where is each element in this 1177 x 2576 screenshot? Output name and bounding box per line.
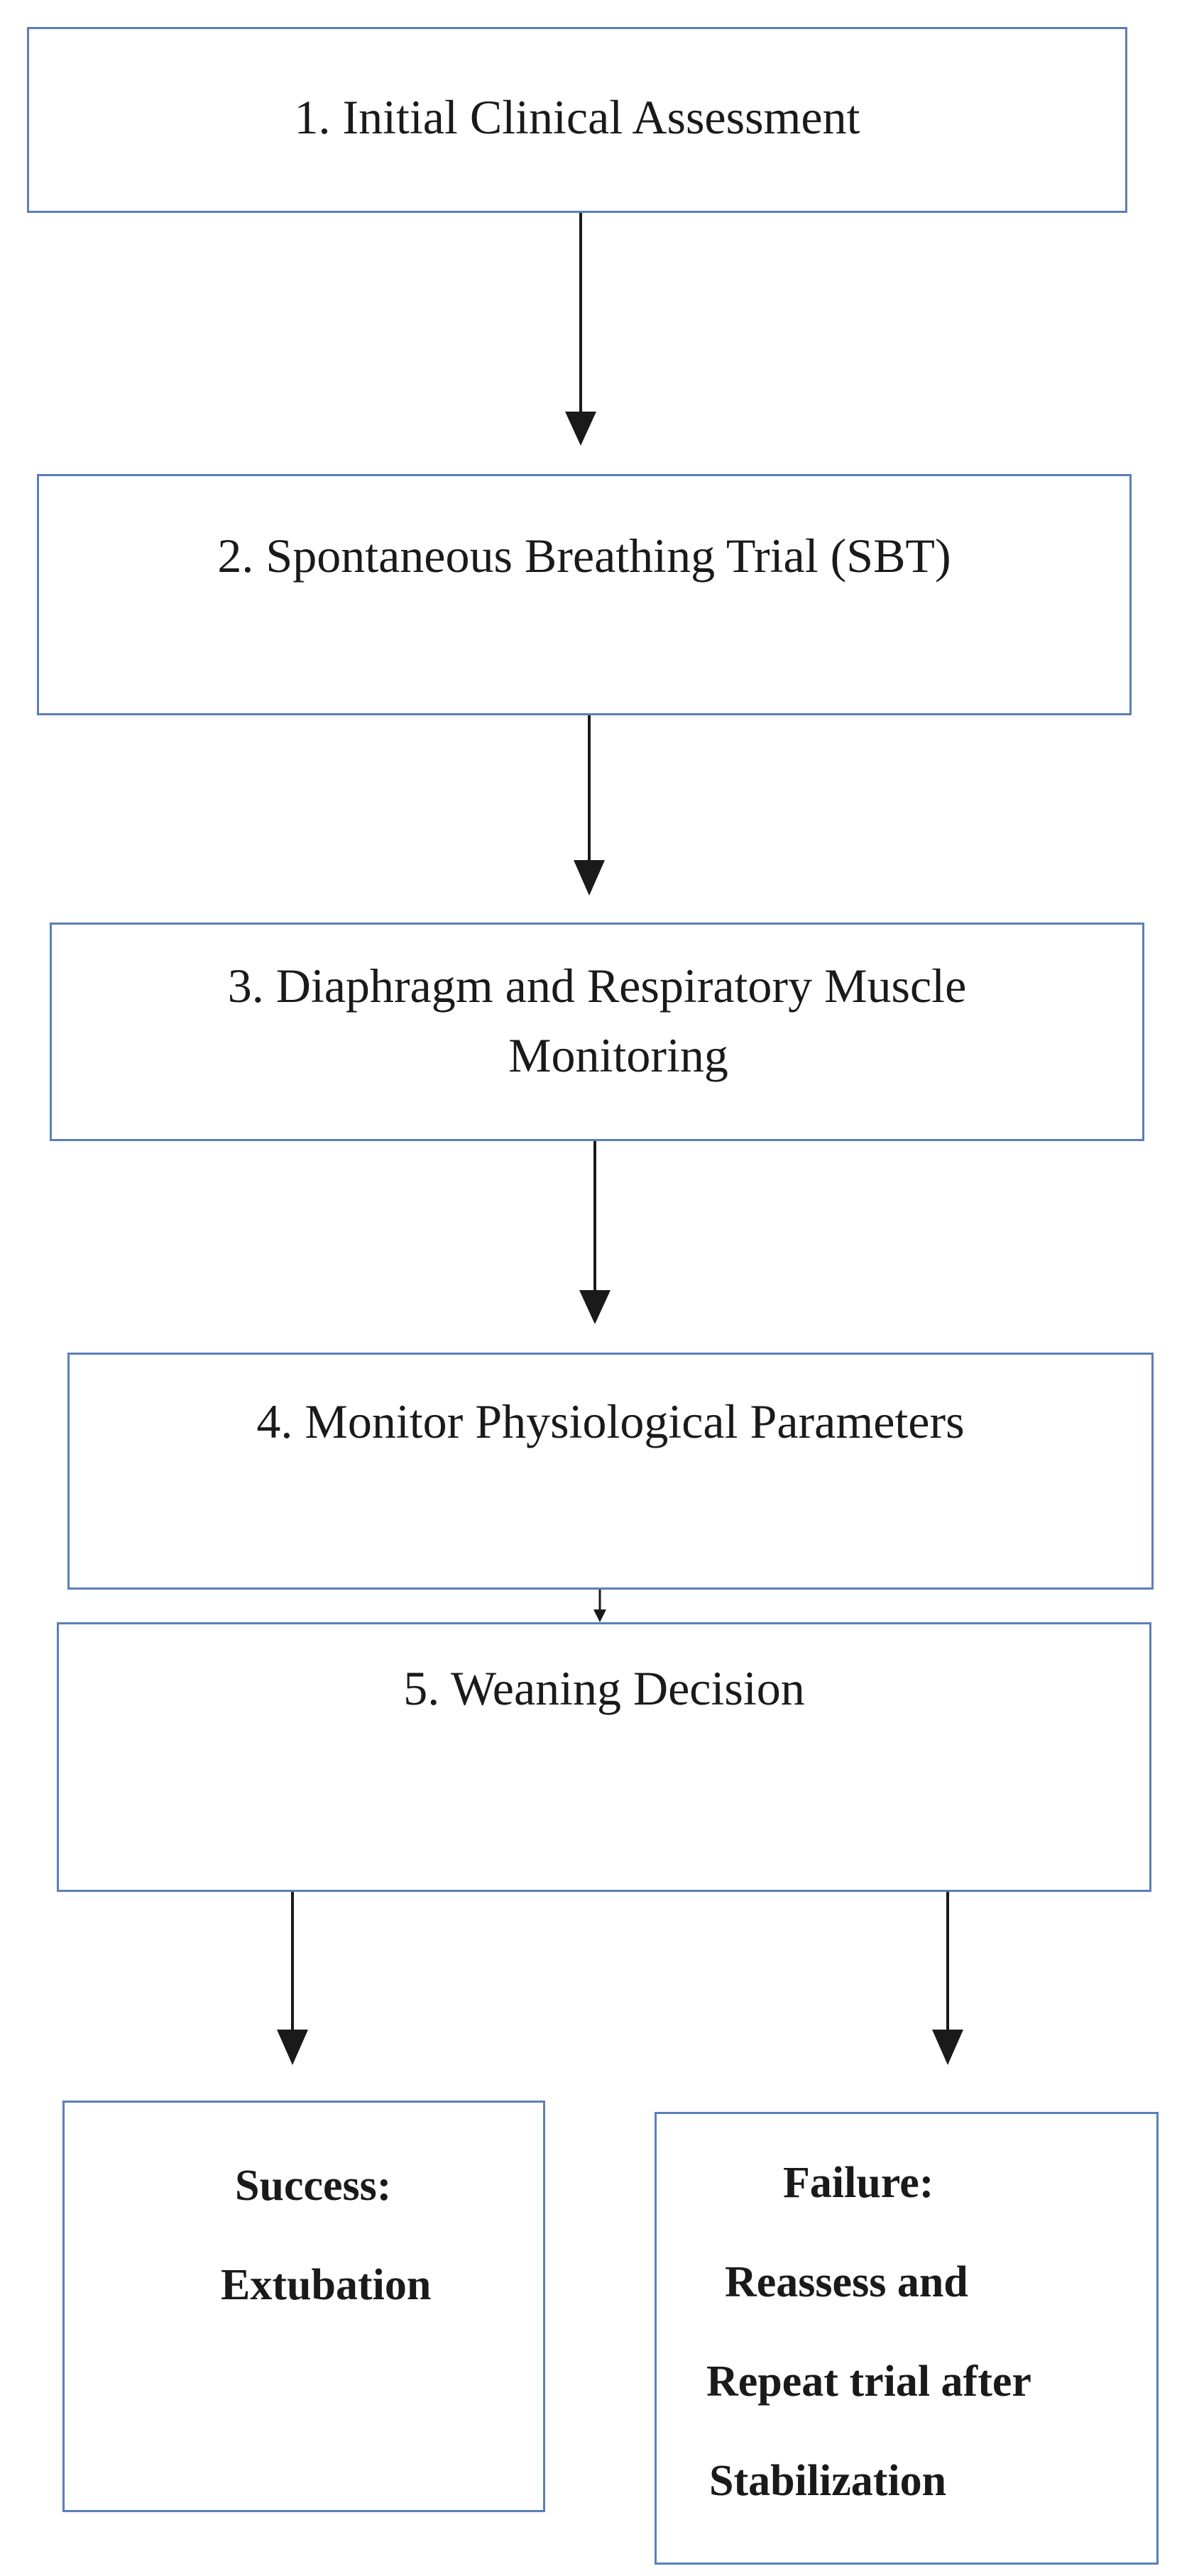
step-4-box: 4. Monitor Physiological Parameters	[67, 1353, 1154, 1590]
arrow-5-to-failure	[932, 1892, 963, 2065]
arrow-3-to-4	[579, 1141, 611, 1324]
step-3-label-line-2: Monitoring	[508, 1028, 728, 1082]
arrow-4-to-5	[593, 1590, 606, 1622]
step-1-label: 1. Initial Clinical Assessment	[294, 90, 860, 144]
failure-detail-line-2: Repeat trial after	[706, 2357, 1031, 2406]
success-detail: Extubation	[221, 2261, 432, 2309]
arrow-5-to-success	[277, 1892, 308, 2065]
step-4-label: 4. Monitor Physiological Parameters	[256, 1394, 965, 1448]
step-3-box: 3. Diaphragm and Respiratory Muscle Moni…	[50, 923, 1144, 1141]
step-2-box: 2. Spontaneous Breathing Trial (SBT)	[37, 474, 1132, 715]
arrow-2-to-3	[574, 715, 605, 896]
arrow-1-to-2	[565, 213, 596, 446]
success-title: Success:	[235, 2162, 392, 2210]
failure-title: Failure:	[783, 2159, 934, 2207]
step-5-box: 5. Weaning Decision	[57, 1622, 1151, 1892]
step-2-label: 2. Spontaneous Breathing Trial (SBT)	[217, 529, 951, 583]
step-5-label: 5. Weaning Decision	[403, 1661, 805, 1715]
failure-detail-line-1: Reassess and	[725, 2258, 968, 2306]
step-1-box: 1. Initial Clinical Assessment	[27, 27, 1127, 213]
success-outcome-box: Success: Extubation	[62, 2101, 545, 2512]
failure-detail-line-3: Stabilization	[709, 2457, 947, 2505]
step-3-label-line-1: 3. Diaphragm and Respiratory Muscle	[227, 959, 967, 1013]
failure-outcome-box: Failure: Reassess and Repeat trial after…	[655, 2112, 1159, 2565]
